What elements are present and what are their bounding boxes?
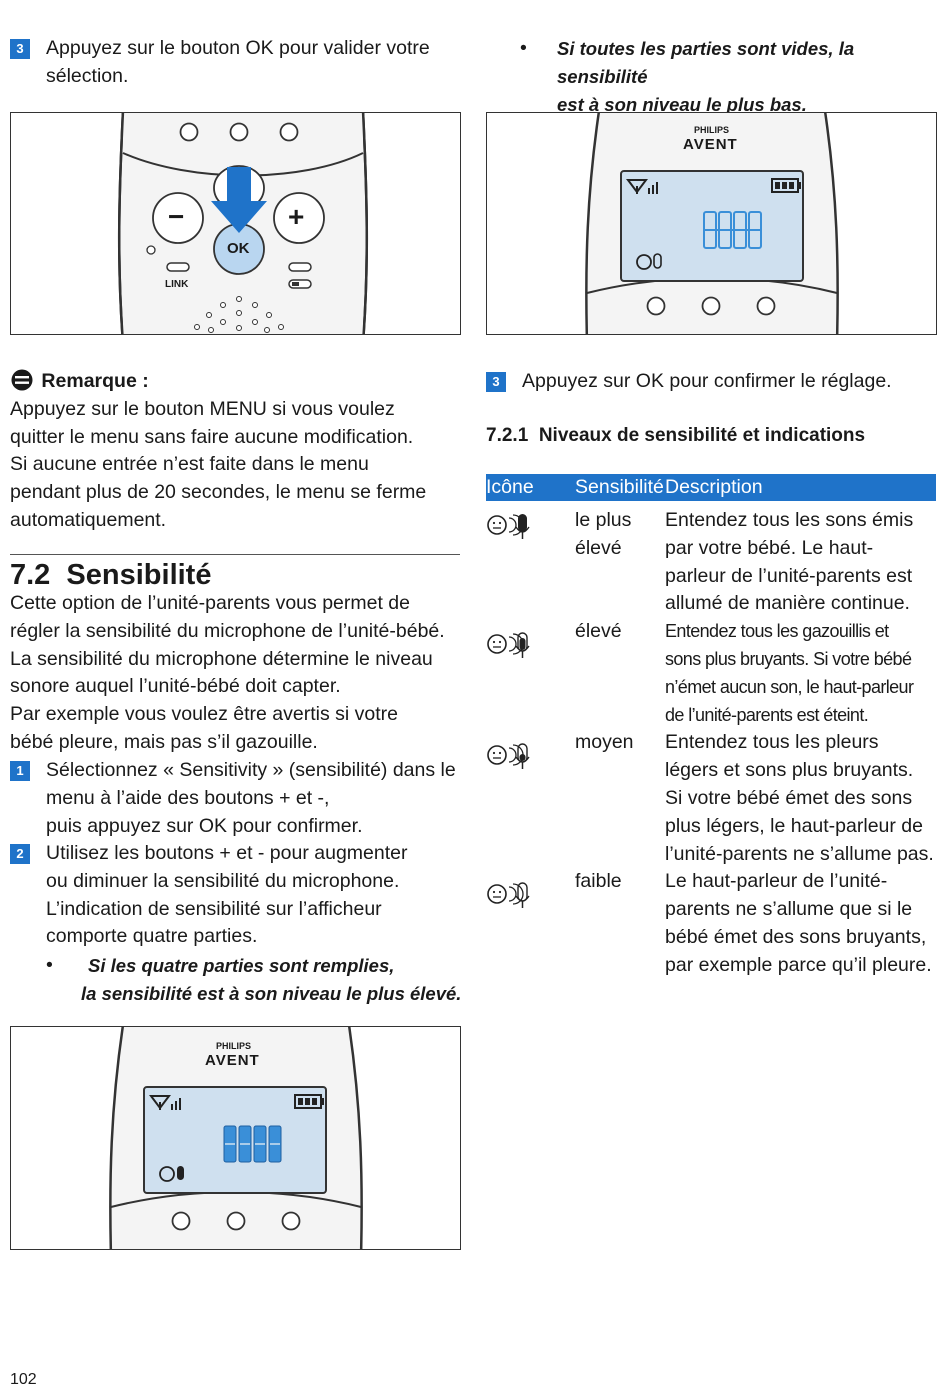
description-line: légers et sons plus bruyants. bbox=[665, 759, 914, 782]
step-text-line: menu à l’aide des boutons + et -, bbox=[46, 786, 330, 809]
brand-philips: PHILIPS bbox=[216, 1041, 252, 1051]
bullet-mark: • bbox=[46, 954, 53, 976]
page-number: 102 bbox=[10, 1371, 37, 1388]
description-line: allumé de manière continue. bbox=[665, 592, 910, 615]
description-line: Entendez tous les gazouillis et bbox=[665, 621, 889, 642]
intro-line: sonore auquel l’unité-bébé doit capter. bbox=[10, 675, 341, 698]
header-sensitivity: Sensibilité bbox=[575, 474, 665, 501]
section-divider bbox=[10, 554, 460, 555]
header-description: Description bbox=[665, 474, 936, 501]
step-text-line: L’indication de sensibilité sur l’affich… bbox=[46, 897, 382, 920]
step-text-line: Utilisez les boutons + et - pour augment… bbox=[46, 842, 408, 864]
section-title: 7.2 Sensibilité bbox=[10, 559, 212, 591]
description-line: Le haut-parleur de l’unité- bbox=[665, 870, 888, 893]
sensitivity-cell: moyen bbox=[575, 731, 634, 754]
step-text-line: Sélectionnez « Sensitivity » (sensibilit… bbox=[46, 759, 456, 781]
table-header-row: Icône Sensibilité Description bbox=[486, 474, 936, 501]
sensitivity-highest-icon bbox=[487, 514, 530, 539]
bullet-line: est à son niveau le plus bas. bbox=[557, 94, 807, 115]
sensitivity-cell: le plus bbox=[575, 509, 632, 531]
step-text-line: sélection. bbox=[46, 64, 129, 87]
description-line: plus légers, le haut-parleur de bbox=[665, 814, 923, 837]
step-text: Appuyez sur OK pour confirmer le réglage… bbox=[522, 370, 892, 392]
description-line: n’émet aucun son, le haut-parleur bbox=[665, 676, 914, 697]
lcd-display bbox=[620, 170, 804, 282]
step-text-line: Appuyez sur le bouton OK pour valider vo… bbox=[46, 37, 430, 59]
description-line: Entendez tous les sons émis bbox=[665, 509, 914, 531]
note-line: automatiquement. bbox=[10, 508, 167, 531]
table-row: moyen Entendez tous les pleurs légers et… bbox=[486, 729, 936, 868]
brand-avent: AVENT bbox=[683, 136, 738, 153]
sensitivity-table: Icône Sensibilité Description le plus bbox=[486, 474, 936, 980]
sensitivity-medium-icon bbox=[487, 743, 530, 770]
sensitivity-cell: élevé bbox=[575, 620, 622, 643]
description-line: sons plus bruyants. Si votre bébé bbox=[665, 648, 912, 669]
header-icon: Icône bbox=[486, 474, 575, 501]
step-3-confirm: 3 Appuyez sur OK pour confirmer le régla… bbox=[486, 368, 950, 396]
description-line: Si votre bébé émet des sons bbox=[665, 786, 913, 809]
description-line: par exemple parce qu’il pleure. bbox=[665, 953, 932, 976]
bullet-mark: • bbox=[520, 37, 527, 59]
lcd-content bbox=[149, 1094, 324, 1182]
bullet-line: Si toutes les parties sont vides, la sen… bbox=[557, 38, 855, 87]
sensitivity-cell: faible bbox=[575, 870, 622, 893]
brand-avent: AVENT bbox=[205, 1052, 260, 1069]
bullet-max-sensitivity: • Si les quatre parties sont remplies, l… bbox=[46, 952, 466, 1008]
intro-line: Cette option de l’unité-parents vous per… bbox=[10, 592, 410, 614]
sensitivity-high-icon bbox=[487, 632, 530, 659]
brand-philips: PHILIPS bbox=[694, 125, 730, 135]
description-line: de l’unité-parents est éteint. bbox=[665, 704, 869, 725]
note-line: Si aucune entrée n’est faite dans le men… bbox=[10, 453, 369, 476]
description-line: l’unité-parents ne s’allume pas. bbox=[665, 842, 934, 865]
step-1-select: 1 Sélectionnez « Sensitivity » (sensibil… bbox=[10, 757, 506, 840]
note-title-row: Remarque : bbox=[10, 368, 470, 396]
section-intro: Cette option de l’unité-parents vous per… bbox=[10, 590, 470, 757]
description-line: Entendez tous les pleurs bbox=[665, 731, 879, 754]
link-label: LINK bbox=[165, 279, 189, 290]
description-line: bébé émet des sons bruyants, bbox=[665, 925, 927, 948]
intro-line: bébé pleure, mais pas s’il gazouille. bbox=[10, 730, 318, 753]
lcd-content bbox=[626, 178, 801, 270]
intro-line: Par exemple vous voulez être avertis si … bbox=[10, 703, 399, 726]
figure-display-full: PHILIPS AVENT bbox=[10, 1026, 461, 1250]
step-text-line: puis appuyez sur OK pour confirmer. bbox=[46, 814, 363, 837]
note-line: quitter le menu sans faire aucune modifi… bbox=[10, 425, 414, 448]
note-icon bbox=[11, 369, 33, 391]
bullet-line: la sensibilité est à son niveau le plus … bbox=[81, 983, 462, 1004]
step-text-line: comporte quatre parties. bbox=[46, 925, 258, 948]
device-buttons-illustration bbox=[117, 113, 369, 334]
step-number: 3 bbox=[10, 39, 30, 59]
ok-label: OK bbox=[227, 240, 250, 257]
figure-ok-button: − + OK LINK bbox=[10, 112, 461, 335]
minus-label: − bbox=[168, 201, 185, 232]
description-line: parleur de l’unité-parents est bbox=[665, 564, 913, 587]
lcd-display bbox=[143, 1086, 327, 1194]
plus-label: + bbox=[288, 201, 305, 232]
intro-line: régler la sensibilité du microphone de l… bbox=[10, 619, 445, 642]
note-block: Remarque : Appuyez sur le bouton MENU si… bbox=[10, 368, 470, 535]
step-text-line: ou diminuer la sensibilité du microphone… bbox=[46, 869, 400, 892]
note-line: pendant plus de 20 secondes, le menu se … bbox=[10, 481, 427, 504]
subsection-title: 7.2.1 Niveaux de sensibilité et indicati… bbox=[486, 425, 866, 446]
note-line: Appuyez sur le bouton MENU si vous voule… bbox=[10, 397, 395, 420]
note-title: Remarque : bbox=[41, 370, 149, 392]
table-row: élevé Entendez tous les gazouillis et so… bbox=[486, 618, 936, 729]
description-line: parents ne s’allume que si le bbox=[665, 898, 913, 921]
step-number: 2 bbox=[10, 844, 30, 864]
intro-line: La sensibilité du microphone détermine l… bbox=[10, 647, 433, 670]
sensitivity-cell: élevé bbox=[575, 536, 622, 559]
figure-display-empty: PHILIPS AVENT bbox=[486, 112, 937, 335]
bullet-line: Si les quatre parties sont remplies, bbox=[88, 955, 395, 976]
step-2-adjust: 2 Utilisez les boutons + et - pour augme… bbox=[10, 840, 506, 951]
table-row: le plus élevé Entendez tous les sons émi… bbox=[486, 501, 936, 618]
bullet-min-sensitivity: • Si toutes les parties sont vides, la s… bbox=[520, 35, 940, 119]
description-line: par votre bébé. Le haut- bbox=[665, 536, 874, 559]
step-number: 3 bbox=[486, 372, 506, 392]
step-number: 1 bbox=[10, 761, 30, 781]
sensitivity-low-icon bbox=[487, 882, 530, 909]
step-3-validate: 3 Appuyez sur le bouton OK pour valider … bbox=[10, 35, 506, 91]
table-row: faible Le haut-parleur de l’unité- paren… bbox=[486, 868, 936, 979]
